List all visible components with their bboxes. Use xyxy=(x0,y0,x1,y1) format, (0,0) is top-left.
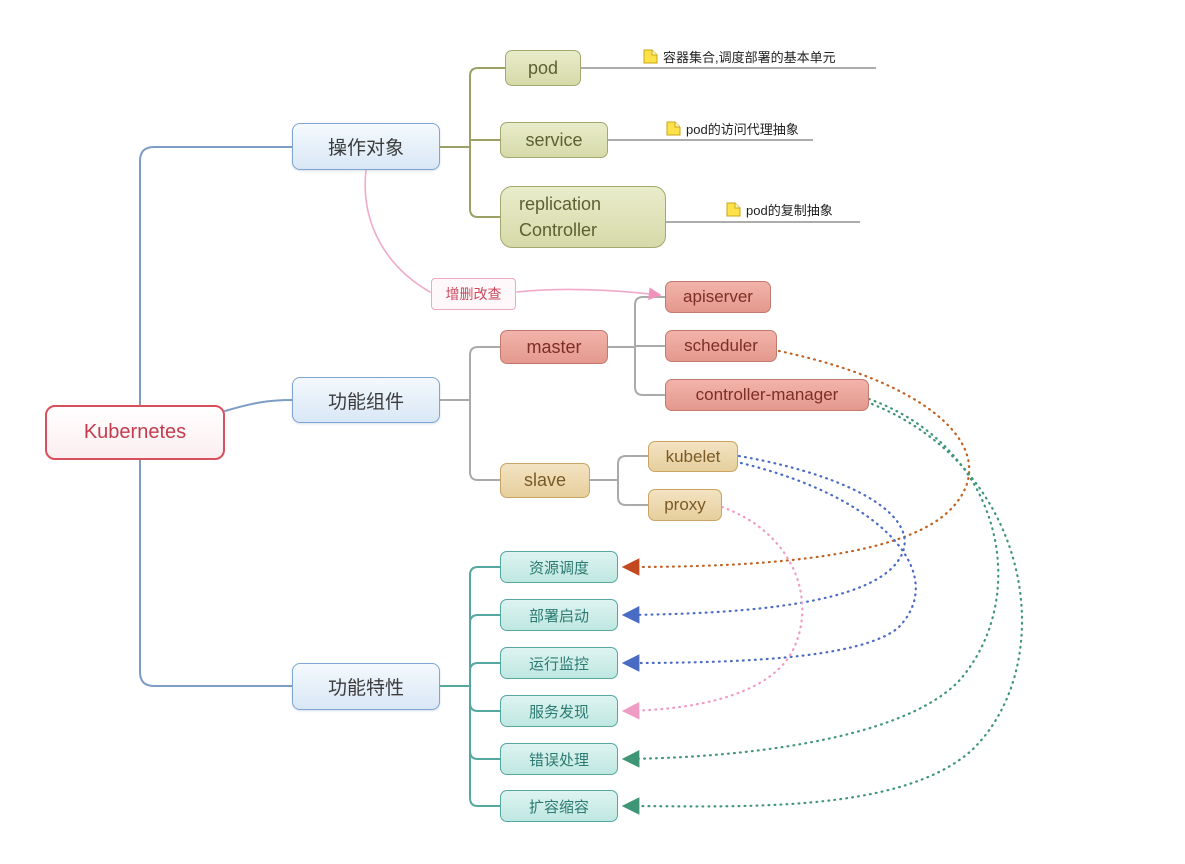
root-node-kubernetes[interactable]: Kubernetes xyxy=(45,405,225,460)
feature-scaling[interactable]: 扩容缩容 xyxy=(500,790,618,822)
node-apiserver[interactable]: apiserver xyxy=(665,281,771,313)
note-text: pod的访问代理抽象 xyxy=(686,122,799,137)
branch-features[interactable]: 功能特性 xyxy=(292,663,440,710)
node-service[interactable]: service xyxy=(500,122,608,158)
feature-resource-scheduling[interactable]: 资源调度 xyxy=(500,551,618,583)
node-scheduler[interactable]: scheduler xyxy=(665,330,777,362)
node-slave[interactable]: slave xyxy=(500,463,590,498)
note-service: pod的访问代理抽象 xyxy=(666,119,799,138)
node-master[interactable]: master xyxy=(500,330,608,364)
feature-service-discovery[interactable]: 服务发现 xyxy=(500,695,618,727)
note-text: 容器集合,调度部署的基本单元 xyxy=(663,50,836,65)
node-replication-controller[interactable]: replication Controller xyxy=(500,186,666,248)
note-pod: 容器集合,调度部署的基本单元 xyxy=(643,47,836,66)
note-icon[interactable] xyxy=(643,49,658,64)
feature-runtime-monitoring[interactable]: 运行监控 xyxy=(500,647,618,679)
feature-error-handling[interactable]: 错误处理 xyxy=(500,743,618,775)
note-icon[interactable] xyxy=(726,202,741,217)
note-icon[interactable] xyxy=(666,121,681,136)
node-crud[interactable]: 增删改查 xyxy=(431,278,516,310)
node-kubelet[interactable]: kubelet xyxy=(648,441,738,472)
branch-operation-objects[interactable]: 操作对象 xyxy=(292,123,440,170)
note-text: pod的复制抽象 xyxy=(746,203,833,218)
node-proxy[interactable]: proxy xyxy=(648,489,722,521)
branch-functional-components[interactable]: 功能组件 xyxy=(292,377,440,423)
note-replication-controller: pod的复制抽象 xyxy=(726,200,833,219)
node-pod[interactable]: pod xyxy=(505,50,581,86)
node-controller-manager[interactable]: controller-manager xyxy=(665,379,869,411)
feature-deploy-start[interactable]: 部署启动 xyxy=(500,599,618,631)
